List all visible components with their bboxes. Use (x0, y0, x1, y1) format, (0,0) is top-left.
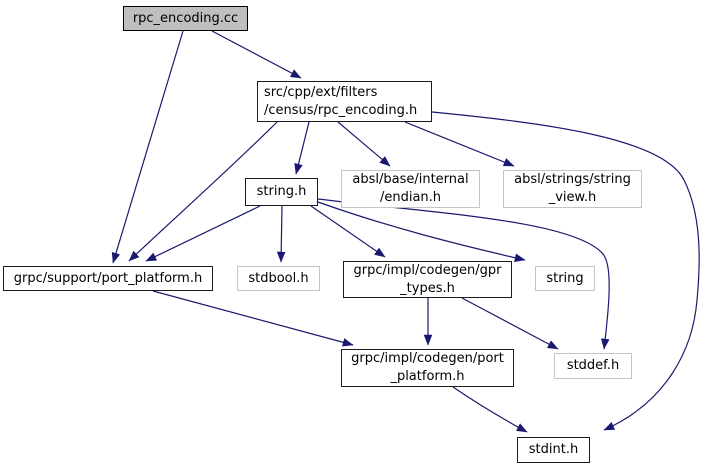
edge-rpc_encoding_cc-to-grpc_support_port_platform_h (111, 30, 184, 264)
node-label-line: grpc/impl/codegen/port (351, 351, 504, 366)
edge-rpc_encoding_cc-to-census_rpc_encoding_h (211, 30, 302, 79)
edge-string_h-to-stddef_h (317, 198, 610, 350)
node-label-line: _view.h (548, 190, 597, 205)
edge-census_rpc_encoding_h-to-stdint_h (431, 111, 700, 431)
edge-string_h-to-grpc_support_port_platform_h (145, 205, 261, 262)
edge-census_rpc_encoding_h-to-absl_string_view_h (404, 121, 515, 167)
node-label-line: /census/rpc_encoding.h (264, 102, 418, 118)
graph-node-string_h[interactable]: string.h (245, 178, 318, 206)
graph-node-string_node: string (535, 266, 595, 291)
edge-grpc_support_port_platform_h-to-codegen_port_platform_h (152, 290, 354, 347)
node-label-line: rpc_encoding.cc (132, 10, 239, 26)
edge-string_h-to-stdbool_h (276, 205, 286, 263)
graph-node-census_rpc_encoding_h[interactable]: src/cpp/ext/filters/census/rpc_encoding.… (257, 81, 432, 122)
graph-node-gpr_types_h[interactable]: grpc/impl/codegen/gpr _types.h (343, 261, 512, 298)
node-label-line: stddef.h (566, 358, 620, 373)
graph-node-absl_endian_h: absl/base/internal/endian.h (341, 170, 480, 208)
node-label-line: stdbool.h (248, 270, 309, 286)
node-label-line: absl/strings/string (514, 172, 631, 187)
node-label-line: grpc/impl/codegen/gpr (353, 262, 502, 278)
graph-node-absl_string_view_h: absl/strings/string _view.h (503, 170, 642, 208)
graph-node-rpc_encoding_cc: rpc_encoding.cc (123, 6, 248, 31)
edge-census_rpc_encoding_h-to-grpc_support_port_platform_h (128, 121, 278, 262)
edge-census_rpc_encoding_h-to-absl_endian_h (337, 121, 391, 167)
graph-node-stddef_h: stddef.h (554, 353, 632, 379)
node-label-line: src/cpp/ext/filters (264, 84, 378, 100)
node-label-line: _platform.h (390, 369, 465, 384)
graph-node-stdint_h[interactable]: stdint.h (517, 437, 590, 463)
node-label-line: string.h (256, 184, 307, 199)
edge-codegen_port_platform_h-to-stdint_h (452, 386, 528, 433)
graph-node-stdbool_h: stdbool.h (237, 266, 320, 291)
graph-node-grpc_support_port_platform_h[interactable]: grpc/support/port_platform.h (3, 266, 213, 291)
node-label-line: string (546, 270, 584, 286)
edge-census_rpc_encoding_h-to-string_h (294, 121, 310, 175)
node-label-line: grpc/support/port_platform.h (13, 270, 203, 286)
node-label-line: absl/base/internal (352, 172, 469, 187)
node-label-line: /endian.h (379, 190, 442, 205)
node-label-line: stdint.h (528, 442, 579, 457)
edge-gpr_types_h-to-stddef_h (461, 297, 559, 350)
edge-string_h-to-string_node (317, 201, 526, 262)
node-label-line: _types.h (400, 280, 455, 296)
edge-string_h-to-gpr_types_h (310, 205, 386, 258)
graph-node-codegen_port_platform_h[interactable]: grpc/impl/codegen/port _platform.h (341, 349, 514, 387)
